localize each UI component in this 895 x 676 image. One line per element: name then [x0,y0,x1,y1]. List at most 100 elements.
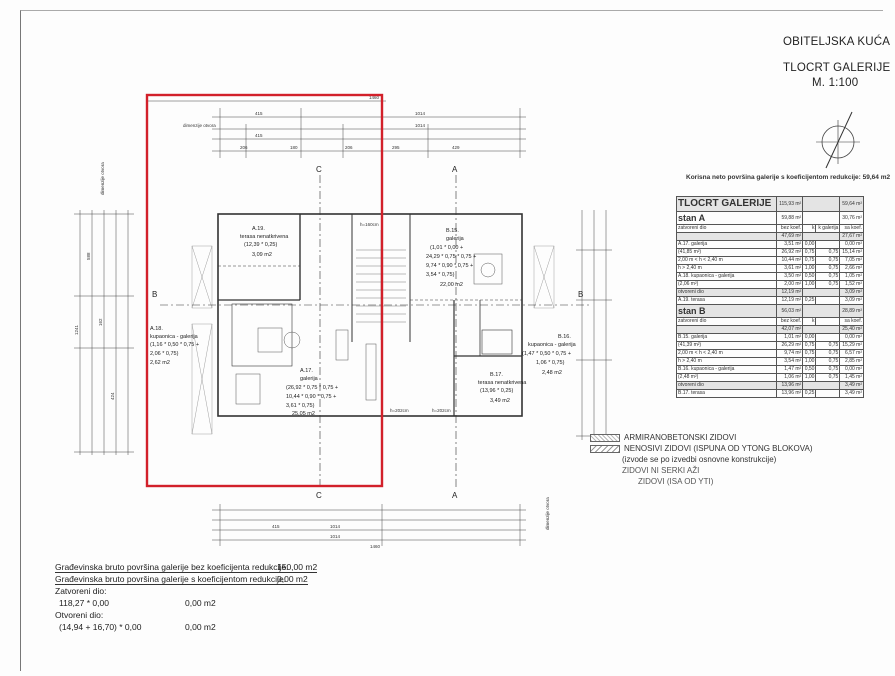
col-header: bez koef. [776,224,804,233]
svg-text:(12,39 * 0,25): (12,39 * 0,25) [244,242,277,248]
dim-bottom-outer: 1460 [370,544,381,549]
summary-closed-label: Zatvoreni dio: [55,586,107,596]
area-table: TLOCRT GALERIJE 115,93 m² 59,64 m² stan … [675,196,864,398]
svg-text:(13,96 * 0,25): (13,96 * 0,25) [480,388,513,394]
dim-top-c: 206 [240,145,248,150]
summary-line1-label: Građevinska bruto površina galerije bez … [55,562,289,573]
dim-top-d: 180 [290,145,298,150]
north-arrow-icon [816,111,860,169]
dim-left-a: 588 [86,252,91,260]
summary-open-formula: (14,94 + 16,70) * 0,00 [59,622,142,632]
col-header: zatvoreni dio [675,317,778,326]
legend-swatch-ytong [590,444,620,453]
stan-b-sum2: 25,40 m² [839,325,864,334]
stan-b-v1: 56,03 m² [776,304,804,318]
dim-left-d: 1241 [74,324,79,335]
room-a18: A.18. kupaonica - galerija (1,16 * 0,50 … [150,326,199,366]
col-header: k galerija [815,224,841,233]
stan-a-sum1: 47,69 m² [776,232,804,241]
svg-text:2,48 m2: 2,48 m2 [542,370,562,376]
stan-b-label: stan B [675,304,778,318]
section-mark-c-top: C [316,165,322,174]
svg-text:3,49 m2: 3,49 m2 [490,398,510,404]
dim-top-b: 1014 [415,111,426,116]
height-mark-bottom: h=202cm [390,408,409,413]
stan-a-open-label: otvoreni dio [675,288,778,297]
svg-text:(1,47 * 0,50 * 0,75 +: (1,47 * 0,50 * 0,75 + [522,351,571,357]
svg-text:terasa nenatkrivena: terasa nenatkrivena [478,380,527,386]
svg-text:B.15.: B.15. [446,228,459,234]
dim-top-f: 429 [452,145,460,150]
summary-line1-value: 150,00 m2 [277,562,318,573]
stan-a-v2: 30,76 m² [839,211,864,225]
svg-text:galerija: galerija [446,236,465,242]
table-title: TLOCRT GALERIJE [675,196,778,212]
dim-top-a: 415 [255,111,263,116]
svg-text:A.18.: A.18. [150,326,163,332]
stan-a-sum2: 27,67 m² [839,232,864,241]
stan-a-open-v2: 3,09 m² [839,288,864,297]
table-title-value: 115,93 m² [776,196,804,212]
legend-note: (izvode se po izvedbi osnovne konstrukci… [622,455,777,464]
stan-a-label: stan A [675,211,778,225]
svg-text:2,62 m2: 2,62 m2 [150,360,170,366]
svg-text:25,05 m2: 25,05 m2 [292,411,315,417]
room-b16: B.16. kupaonica - galerija (1,47 * 0,50 … [522,334,577,376]
section-mark-b-left: B [152,290,157,299]
drawing-title: TLOCRT GALERIJE [783,62,891,74]
col-header: sa koef. [839,317,864,326]
legend-item-faded: ZIDOVI NI SERKI AŽI [622,466,700,475]
svg-text:A.17.: A.17. [300,368,313,374]
drawing-sheet [20,10,883,671]
svg-text:B.17.: B.17. [490,372,503,378]
area-summary: Građevinska bruto površina galerije bez … [55,562,318,634]
dim-top-outer: 1460 [369,95,380,100]
svg-text:24,29 * 0,75 * 0,75 +: 24,29 * 0,75 * 0,75 + [426,254,476,260]
col-header: zatvoreni dio [675,224,778,233]
section-mark-a-bottom: A [452,491,458,500]
dim-top-a2: 415 [255,133,263,138]
drawing-scale: M. 1:100 [812,77,859,89]
summary-open-value: 0,00 m2 [185,622,216,632]
room-b15: B.15. galerija (1,01 * 0,00 + 24,29 * 0,… [426,228,476,288]
svg-text:9,74 * 0,90 * 0,75 +: 9,74 * 0,90 * 0,75 + [426,263,473,269]
dim-bottom-b2: 1014 [330,534,341,539]
svg-text:(26,92 * 0,75 * 0,75 +: (26,92 * 0,75 * 0,75 + [286,385,338,391]
section-mark-c-bottom: C [316,491,322,500]
dim-top-c2: 206 [345,145,353,150]
svg-text:22,00 m2: 22,00 m2 [440,282,463,288]
svg-text:kupaonica - galerija: kupaonica - galerija [150,334,199,340]
height-mark-top: h=160cm [360,222,379,227]
legend-item: ARMIRANOBETONSKI ZIDOVI [624,433,737,442]
stan-a-v1: 59,88 m² [776,211,804,225]
dim-bottom-a: 415 [272,524,280,529]
section-mark-b-right: B [578,290,583,299]
dim-left-c: 424 [110,392,115,400]
summary-line2-value: 0,00 m2 [277,574,308,585]
svg-text:A.19.: A.19. [252,226,265,232]
room-b17: B.17. terasa nenatkrivena (13,96 * 0,25)… [478,372,527,404]
room-a17: A.17. galerija (26,92 * 0,75 * 0,75 + 10… [286,368,338,417]
svg-text:2,06 * 0,75): 2,06 * 0,75) [150,351,179,357]
height-mark-bottom-b: h=202cm [432,408,451,413]
legend-item: NENOSIVI ZIDOVI (ISPUNA OD YTONG BLOKOVA… [624,444,813,453]
stan-b-open-v2: 3,49 m² [839,381,864,390]
svg-text:terasa nenatkrivena: terasa nenatkrivena [240,234,289,240]
stan-b-open-v1: 13,96 m² [776,381,804,390]
svg-text:3,09 m2: 3,09 m2 [252,252,272,258]
svg-text:1,06 * 0,75): 1,06 * 0,75) [536,360,565,366]
stan-a-open-v1: 12,19 m² [776,288,804,297]
svg-text:3,61 * 0,75): 3,61 * 0,75) [286,403,315,409]
